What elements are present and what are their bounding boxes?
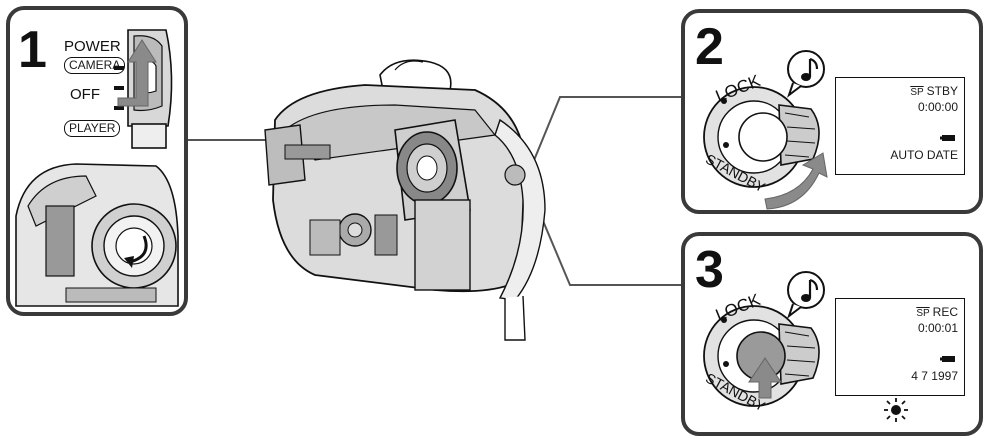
sp-indicator: SP <box>916 308 930 319</box>
player-label: PLAYER <box>64 120 121 137</box>
step3-number: 3 <box>695 241 724 299</box>
battery-icon <box>940 135 955 141</box>
sp-indicator: SP <box>910 87 924 98</box>
off-label: OFF <box>70 86 100 103</box>
tally-lamp-icon <box>884 398 908 422</box>
step1-panel: 1 POWER CAMERA OFF PLAYER <box>6 6 188 316</box>
camcorder-illustration <box>264 59 546 341</box>
step2-number: 2 <box>695 18 724 76</box>
rotate-arrow-icon <box>764 152 828 210</box>
beep-note-icon <box>787 271 825 319</box>
start-stop-button[interactable] <box>681 232 983 436</box>
beep-note-icon <box>787 50 825 98</box>
start-stop-dial[interactable] <box>681 9 983 214</box>
timecode-text: 0:00:00 <box>917 100 958 114</box>
battery-icon <box>940 356 955 362</box>
mode-text: STBY <box>926 84 958 98</box>
power-label: POWER <box>64 38 121 55</box>
step1-number: 1 <box>18 21 47 79</box>
camera-label: CAMERA <box>64 57 126 74</box>
screen-info-text: AUTO DATE <box>890 148 958 162</box>
screen-info-text: 4 7 1997 <box>911 369 958 383</box>
lens-release-illustration <box>15 163 179 307</box>
switch-up-arrow-icon <box>117 39 157 107</box>
mode-text: REC <box>932 305 958 319</box>
timecode-text: 0:00:01 <box>917 321 958 335</box>
press-arrow-icon <box>748 357 782 399</box>
